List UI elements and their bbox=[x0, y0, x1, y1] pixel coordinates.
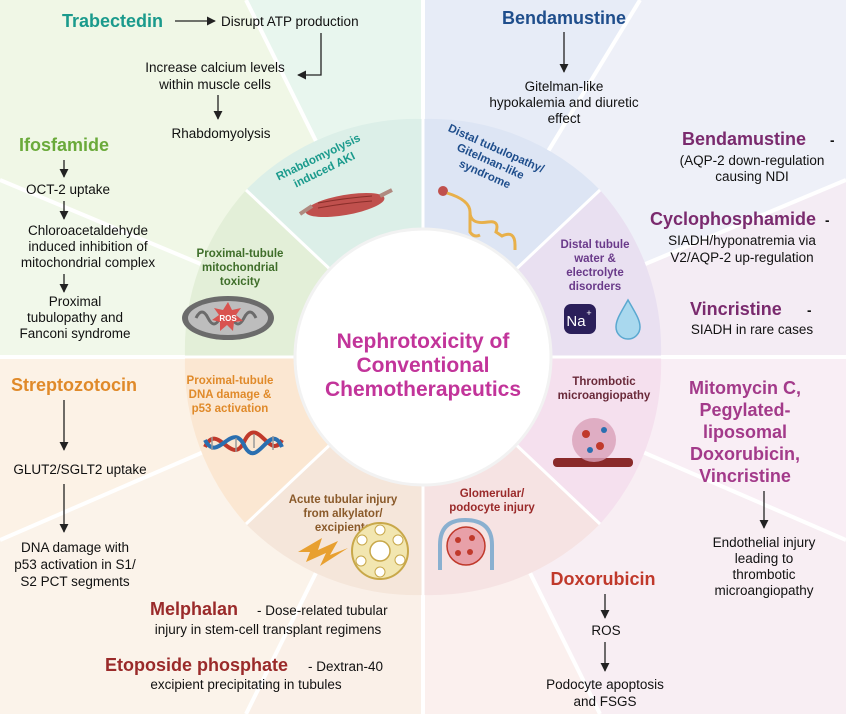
ring-dna-a: Proximal-tubule bbox=[187, 375, 274, 387]
ring-distal-water-d: disorders bbox=[569, 281, 621, 293]
mitomycin-drug-c: liposomal bbox=[703, 422, 787, 442]
doxorubicin-step2b: and FSGS bbox=[573, 694, 636, 709]
right-cyclophosphamide-dash: - bbox=[825, 213, 830, 228]
right-cyclophosphamide-drug: Cyclophosphamide bbox=[650, 209, 816, 229]
microangiopathy-icon bbox=[553, 418, 633, 467]
right-vincristine-drug: Vincristine bbox=[690, 299, 782, 319]
dna-icon bbox=[203, 430, 284, 456]
melphalan-a: - Dose-related tubular bbox=[257, 603, 388, 618]
bendamustine-top-effect-c: effect bbox=[548, 111, 581, 126]
ifosfamide-step3b: tubulopathy and bbox=[27, 310, 123, 325]
mitomycin-drug-b: Pegylated- bbox=[699, 400, 790, 420]
right-vincristine-a: SIADH in rare cases bbox=[691, 322, 814, 337]
ring-mito-c: toxicity bbox=[220, 276, 261, 288]
ring-tma-b: microangiopathy bbox=[558, 390, 651, 402]
ring-acute-b: from alkylator/ bbox=[303, 508, 383, 520]
mitochondria-icon: ROS bbox=[182, 296, 274, 340]
ring-acute-a: Acute tubular injury bbox=[289, 494, 398, 506]
ros-label: ROS bbox=[219, 314, 237, 323]
doxorubicin-step1: ROS bbox=[591, 623, 620, 638]
mitomycin-drug-a: Mitomycin C, bbox=[689, 378, 801, 398]
right-cyclophosphamide-a: SIADH/hyponatremia via bbox=[668, 233, 816, 248]
bendamustine-top-drug: Bendamustine bbox=[502, 8, 626, 28]
streptozotocin-step2a: DNA damage with bbox=[21, 540, 129, 555]
nephron-icon bbox=[438, 186, 517, 250]
ring-glomerular-b: podocyte injury bbox=[449, 502, 535, 514]
ifosfamide-step3a: Proximal bbox=[49, 294, 102, 309]
ifosfamide-step2c: mitochondrial complex bbox=[21, 255, 156, 270]
etoposide-a: - Dextran-40 bbox=[308, 659, 383, 674]
ring-distal-water-b: water & bbox=[573, 253, 616, 265]
mitomycin-effect-d: microangiopathy bbox=[714, 583, 813, 598]
mitomycin-effect-a: Endothelial injury bbox=[713, 535, 816, 550]
center-title-line2: Conventional bbox=[356, 354, 489, 377]
right-bendamustine-dash: - bbox=[830, 133, 835, 148]
center-title-line1: Nephrotoxicity of bbox=[337, 330, 511, 353]
mitomycin-drug-e: Vincristine bbox=[699, 466, 791, 486]
ifosfamide-step1: OCT-2 uptake bbox=[26, 182, 110, 197]
bendamustine-top-effect-a: Gitelman-like bbox=[525, 79, 604, 94]
ifosfamide-step2b: induced inhibition of bbox=[28, 239, 148, 254]
bendamustine-top-effect-b: hypokalemia and diuretic bbox=[489, 95, 639, 110]
sodium-icon: Na + bbox=[564, 304, 596, 334]
streptozotocin-step2c: S2 PCT segments bbox=[20, 574, 130, 589]
streptozotocin-drug: Streptozotocin bbox=[11, 375, 137, 395]
muscle-icon bbox=[298, 188, 393, 218]
etoposide-drug: Etoposide phosphate bbox=[105, 655, 288, 675]
water-drop-icon bbox=[615, 298, 641, 340]
right-bendamustine-a: (AQP-2 down-regulation bbox=[680, 153, 825, 168]
right-bendamustine-drug: Bendamustine bbox=[682, 129, 806, 149]
ifosfamide-step3c: Fanconi syndrome bbox=[19, 326, 130, 341]
glomerulus-icon bbox=[438, 517, 494, 570]
trabectedin-step2b: within muscle cells bbox=[158, 77, 271, 92]
ring-mito-a: Proximal-tubule bbox=[197, 248, 284, 260]
ring-distal-water-a: Distal tubule bbox=[560, 239, 629, 251]
melphalan-drug: Melphalan bbox=[150, 599, 238, 619]
lightning-icon bbox=[298, 538, 348, 566]
trabectedin-step1: Disrupt ATP production bbox=[221, 14, 359, 29]
doxorubicin-drug: Doxorubicin bbox=[550, 569, 655, 589]
sodium-label: Na bbox=[566, 313, 586, 330]
mitomycin-effect-b: leading to bbox=[735, 551, 794, 566]
tubule-cross-section-icon bbox=[351, 522, 409, 580]
ifosfamide-drug: Ifosfamide bbox=[19, 135, 109, 155]
center-title-line3: Chemotherapeutics bbox=[325, 378, 521, 401]
doxorubicin-step2a: Podocyte apoptosis bbox=[546, 677, 664, 692]
ring-glomerular-a: Glomerular/ bbox=[460, 488, 525, 500]
ring-mito-b: mitochondrial bbox=[202, 262, 278, 274]
mitomycin-effect-c: thrombotic bbox=[732, 567, 795, 582]
mitomycin-drug-d: Doxorubicin, bbox=[690, 444, 800, 464]
right-cyclophosphamide-b: V2/AQP-2 up-regulation bbox=[670, 250, 813, 265]
etoposide-b: excipient precipitating in tubules bbox=[150, 677, 342, 692]
ring-tma-a: Thrombotic bbox=[572, 376, 636, 388]
sodium-charge: + bbox=[586, 308, 591, 318]
streptozotocin-step2b: p53 activation in S1/ bbox=[14, 557, 136, 572]
streptozotocin-step1: GLUT2/SGLT2 uptake bbox=[13, 462, 146, 477]
ring-acute-c: excipients bbox=[315, 522, 371, 534]
arrow bbox=[297, 33, 322, 80]
melphalan-b: injury in stem-cell transplant regimens bbox=[155, 622, 382, 637]
right-vincristine-dash: - bbox=[807, 303, 812, 318]
trabectedin-drug: Trabectedin bbox=[62, 11, 163, 31]
ring-dna-c: p53 activation bbox=[192, 403, 269, 415]
ring-dna-b: DNA damage & bbox=[189, 389, 272, 401]
ifosfamide-step2a: Chloroacetaldehyde bbox=[28, 223, 148, 238]
trabectedin-step2a: Increase calcium levels bbox=[145, 60, 285, 75]
trabectedin-step3: Rhabdomyolysis bbox=[171, 126, 270, 141]
right-bendamustine-b: causing NDI bbox=[715, 169, 789, 184]
ring-distal-water-c: electrolyte bbox=[566, 267, 624, 279]
center-circle bbox=[293, 227, 553, 487]
mechanism-ring bbox=[184, 118, 662, 596]
